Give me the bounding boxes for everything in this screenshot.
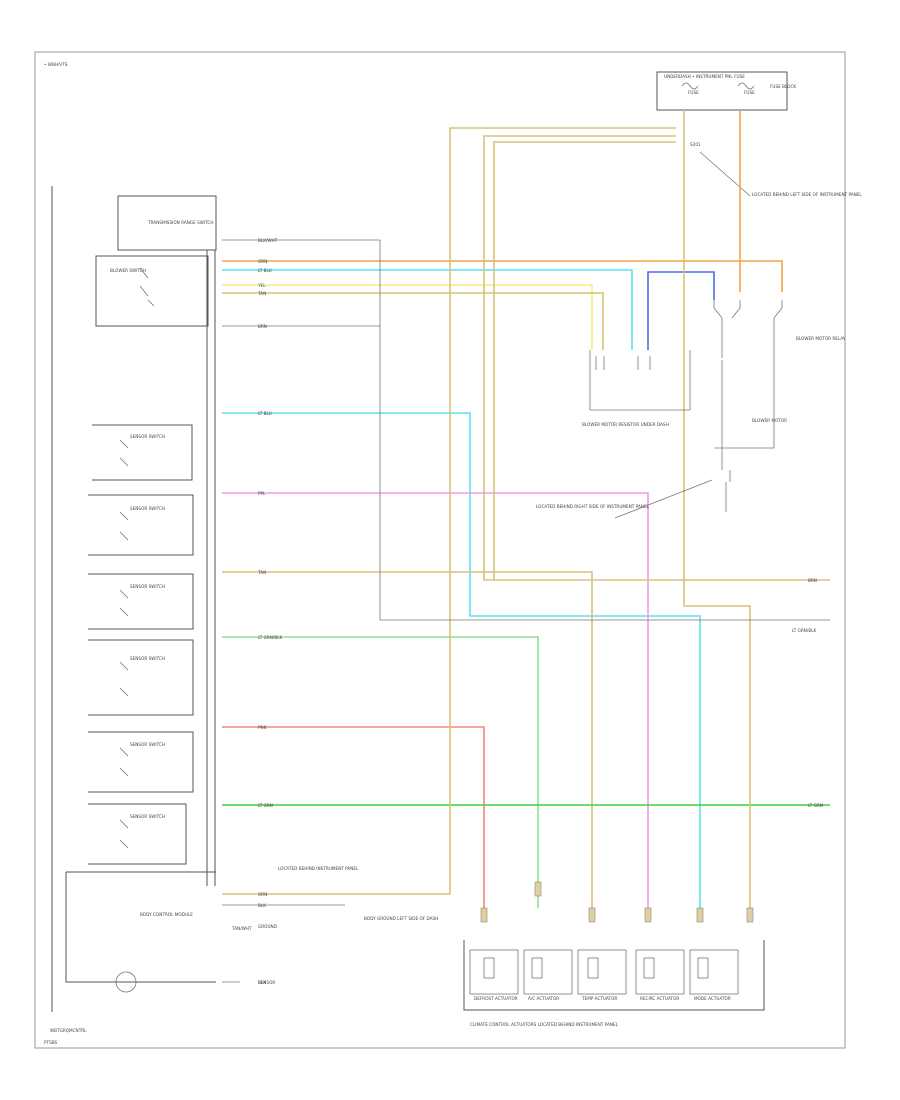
bottom-sensor-label: SENSOR xyxy=(258,980,275,985)
wire-label-4: YEL xyxy=(257,283,266,288)
blower-motor-relay-group: BLOWER MOTOR RELAY BLOWER MOTOR LOCATED … xyxy=(536,300,846,519)
splice-top-label: S201 xyxy=(690,142,701,147)
wire-label-12: LT GRN xyxy=(258,803,273,808)
fuse-block-label-right: FUSE BLOCK xyxy=(770,84,796,89)
right-out-3: LT GRN xyxy=(808,803,823,808)
wire-tan-1 xyxy=(222,292,604,350)
ground-note-top: LOCATED BEHIND LEFT SIDE OF INSTRUMENT P… xyxy=(752,192,862,197)
wire-label-9: TAN xyxy=(257,570,266,575)
label-bottom-left-tag: PTSBS xyxy=(44,1040,58,1045)
right-out-2: LT GRN/BLK xyxy=(792,628,817,633)
fuse-block-label: UNDERDASH • INSTRUMENT PNL FUSE xyxy=(664,74,745,79)
svg-text:BLOWER MOTOR: BLOWER MOTOR xyxy=(752,418,787,423)
actuator-group: CLIMATE CONTROL ACTUATORS LOCATED BEHIND… xyxy=(463,940,765,1027)
svg-text:RECIRC ACTUATOR: RECIRC ACTUATOR xyxy=(640,996,679,1001)
blower-motor-resistor: BLOWER MOTOR RESISTOR UNDER DASH xyxy=(582,350,691,427)
right-out-1: BRN xyxy=(808,578,817,583)
wire-orange xyxy=(222,260,783,292)
connector-group-label: CLIMATE CONTROL ACTUATORS LOCATED BEHIND… xyxy=(470,1022,619,1027)
actuator-3: TEMP ACTUATOR xyxy=(577,949,627,1001)
svg-text:BLOWER MOTOR RELAY: BLOWER MOTOR RELAY xyxy=(796,336,846,341)
wire-tan-tall xyxy=(222,127,676,895)
actuator-5: MODE ACTUATOR xyxy=(689,949,739,1001)
label-bottom-left: WBTGRQMCNTRL xyxy=(50,1028,87,1033)
wire-yellow xyxy=(222,284,593,350)
fuse-left-symbol xyxy=(681,82,699,90)
wire-labels: BLK/WHT ORN LT BLU YEL TAN BRN LT BLU PP… xyxy=(231,238,283,985)
ground-note-top-leader xyxy=(699,151,751,197)
switch-block-2: SENSOR SWITCH xyxy=(88,494,194,556)
wire-label-6: BRN xyxy=(258,324,267,329)
connector-pins xyxy=(480,881,754,923)
svg-text:SENSOR SWITCH: SENSOR SWITCH xyxy=(130,506,165,511)
wire-tan-right xyxy=(683,110,751,908)
wire-label-11: PNK xyxy=(258,725,267,730)
switch-block-3: SENSOR SWITCH xyxy=(88,573,194,630)
wire-label-7: LT BLU xyxy=(258,411,272,416)
wire-label-13: ORN xyxy=(258,892,267,897)
wire-tan-tall-2 xyxy=(483,135,830,581)
svg-text:A/C ACTUATOR: A/C ACTUATOR xyxy=(528,996,559,1001)
svg-text:LOCATED BEHIND RIGHT SIDE OF I: LOCATED BEHIND RIGHT SIDE OF INSTRUMENT … xyxy=(536,504,650,509)
blower-switch-label: BLOWER SWITCH xyxy=(110,268,146,273)
wire-label-10: LT GRN/BLK xyxy=(258,635,283,640)
wire-label-15: TAN/WHT xyxy=(231,926,252,931)
svg-text:TEMP ACTUATOR: TEMP ACTUATOR xyxy=(581,996,617,1001)
svg-text:MODE ACTUATOR: MODE ACTUATOR xyxy=(694,996,731,1001)
actuator-2: A/C ACTUATOR xyxy=(523,949,573,1001)
fuse-left-label: FUSE xyxy=(688,90,699,95)
wire-light-blue-1 xyxy=(222,269,633,350)
wire-label-8: PPL xyxy=(258,491,266,496)
wire-light-blue-2 xyxy=(222,412,701,908)
wire-red-pink xyxy=(222,726,485,908)
wire-light-green xyxy=(222,636,539,908)
fuse-block xyxy=(656,71,788,111)
wire-label-2: ORN xyxy=(258,259,267,264)
trans-range-switch-label: TRANSMISSION RANGE SWITCH xyxy=(147,220,214,225)
ground-note-bottom: LOCATED BEHIND INSTRUMENT PANEL xyxy=(278,866,359,871)
svg-text:SENSOR SWITCH: SENSOR SWITCH xyxy=(130,434,165,439)
svg-text:SENSOR SWITCH: SENSOR SWITCH xyxy=(130,656,165,661)
svg-text:SENSOR SWITCH: SENSOR SWITCH xyxy=(130,814,165,819)
bottom-ground-label: GROUND xyxy=(258,924,277,929)
switch-block-4: SENSOR SWITCH xyxy=(88,639,194,716)
wire-blue xyxy=(647,271,715,350)
switch-block-6: SENSOR SWITCH xyxy=(88,803,187,865)
diagram-frame xyxy=(34,51,846,1049)
label-top-left: • WBH/VTS xyxy=(44,62,68,67)
fuse-right-label: FUSE xyxy=(744,90,755,95)
wire-tan-tall-3 xyxy=(493,141,676,580)
svg-text:DEFROST ACTUATOR: DEFROST ACTUATOR xyxy=(474,996,518,1001)
actuator-1: DEFROST ACTUATOR xyxy=(469,949,519,1001)
wire-pink xyxy=(222,492,649,908)
wire-label-1: BLK/WHT xyxy=(258,238,278,243)
wire-black-top xyxy=(222,239,381,620)
wire-tan-2 xyxy=(222,571,593,908)
blower-switch-contacts xyxy=(139,267,155,307)
bottom-lamp-symbol xyxy=(115,971,137,993)
bottom-left-module-outline xyxy=(65,871,216,983)
actuator-4: RECIRC ACTUATOR xyxy=(635,949,685,1001)
switch-block-5: SENSOR SWITCH xyxy=(88,731,194,793)
svg-text:SENSOR SWITCH: SENSOR SWITCH xyxy=(130,584,165,589)
switch-block-1: SENSOR SWITCH xyxy=(92,424,193,481)
wire-label-5: TAN xyxy=(257,291,266,296)
wire-label-14: BLK xyxy=(258,903,266,908)
ground-note-right: BODY GROUND LEFT SIDE OF DASH xyxy=(364,916,438,921)
svg-text:BLOWER MOTOR RESISTOR UNDER DA: BLOWER MOTOR RESISTOR UNDER DASH xyxy=(582,422,669,427)
bottom-module-label: BODY CONTROL MODULE xyxy=(140,912,193,917)
wire-label-3: LT BLU xyxy=(258,268,272,273)
fuse-right-symbol xyxy=(737,82,755,90)
svg-text:SENSOR SWITCH: SENSOR SWITCH xyxy=(130,742,165,747)
trans-range-switch-box xyxy=(117,195,217,251)
wires xyxy=(222,110,830,908)
wire-label-16: BLK xyxy=(258,980,266,985)
blower-switch-box xyxy=(95,255,209,327)
